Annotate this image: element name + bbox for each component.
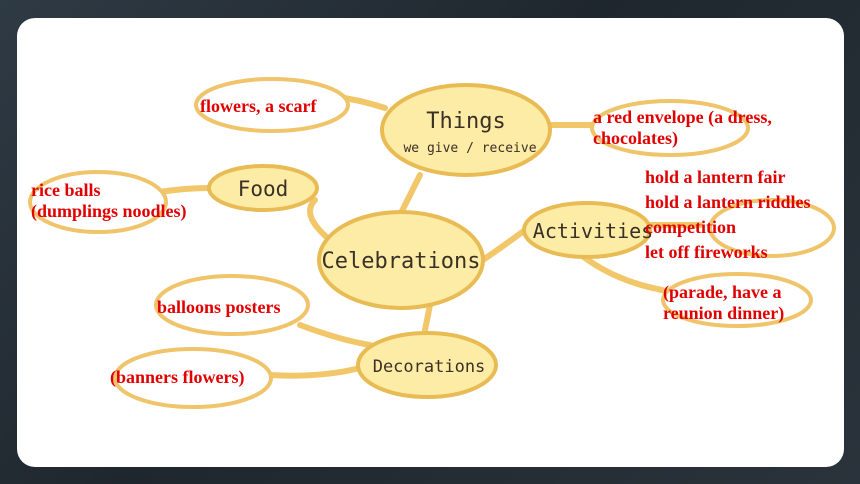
- food-label: Food: [238, 177, 289, 201]
- oval-parade: [661, 272, 813, 328]
- answer-balloons: balloons posters: [157, 297, 281, 318]
- answer-activities-line: hold a lantern fair: [645, 167, 786, 187]
- answer-activities-line: let off fireworks: [645, 242, 768, 262]
- answer-red-envelope-line: a red envelope (a dress,: [593, 107, 772, 127]
- node-food: [207, 164, 319, 212]
- node-decorations: [356, 331, 498, 399]
- answer-flowers-scarf: flowers, a scarf: [200, 96, 316, 117]
- answer-balloons-text: balloons posters: [157, 297, 281, 317]
- answer-rice-balls-line: rice balls: [31, 180, 101, 200]
- answer-parade-line: (parade, have a: [663, 282, 782, 302]
- answer-rice-balls-line: (dumplings noodles): [31, 201, 187, 221]
- oval-rice-balls: [28, 170, 168, 234]
- things-title: Things: [426, 109, 505, 134]
- answer-red-envelope: a red envelope (a dress, chocolates): [593, 107, 772, 149]
- activities-label: Activities: [533, 219, 653, 243]
- oval-activities: [708, 198, 836, 258]
- oval-red-envelope: [590, 99, 750, 157]
- oval-banners: [113, 347, 273, 409]
- celebrations-label: Celebrations: [322, 249, 481, 274]
- oval-balloons: [154, 274, 310, 336]
- node-celebrations: [317, 210, 485, 310]
- node-activities: [522, 201, 652, 259]
- answer-banners: (banners flowers): [110, 367, 244, 388]
- answer-activities-list: hold a lantern fair hold a lantern riddl…: [645, 165, 811, 265]
- decorations-label: Decorations: [373, 357, 486, 377]
- oval-flowers: [194, 77, 350, 133]
- answer-banners-text: (banners flowers): [110, 367, 245, 387]
- answer-parade: (parade, have a reunion dinner): [663, 282, 784, 324]
- answer-rice-balls: rice balls (dumplings noodles): [31, 180, 187, 222]
- answer-ovals: [28, 77, 836, 409]
- answer-parade-line: reunion dinner): [663, 303, 785, 323]
- answer-red-envelope-line: chocolates): [593, 128, 678, 148]
- answer-flowers-scarf-text: flowers, a scarf: [200, 96, 317, 116]
- answer-activities-line: competition: [645, 217, 736, 237]
- things-subtitle: we give / receive: [403, 141, 536, 156]
- answer-activities-line: hold a lantern riddles: [645, 192, 811, 212]
- category-nodes: [207, 83, 652, 399]
- node-things: [380, 83, 552, 177]
